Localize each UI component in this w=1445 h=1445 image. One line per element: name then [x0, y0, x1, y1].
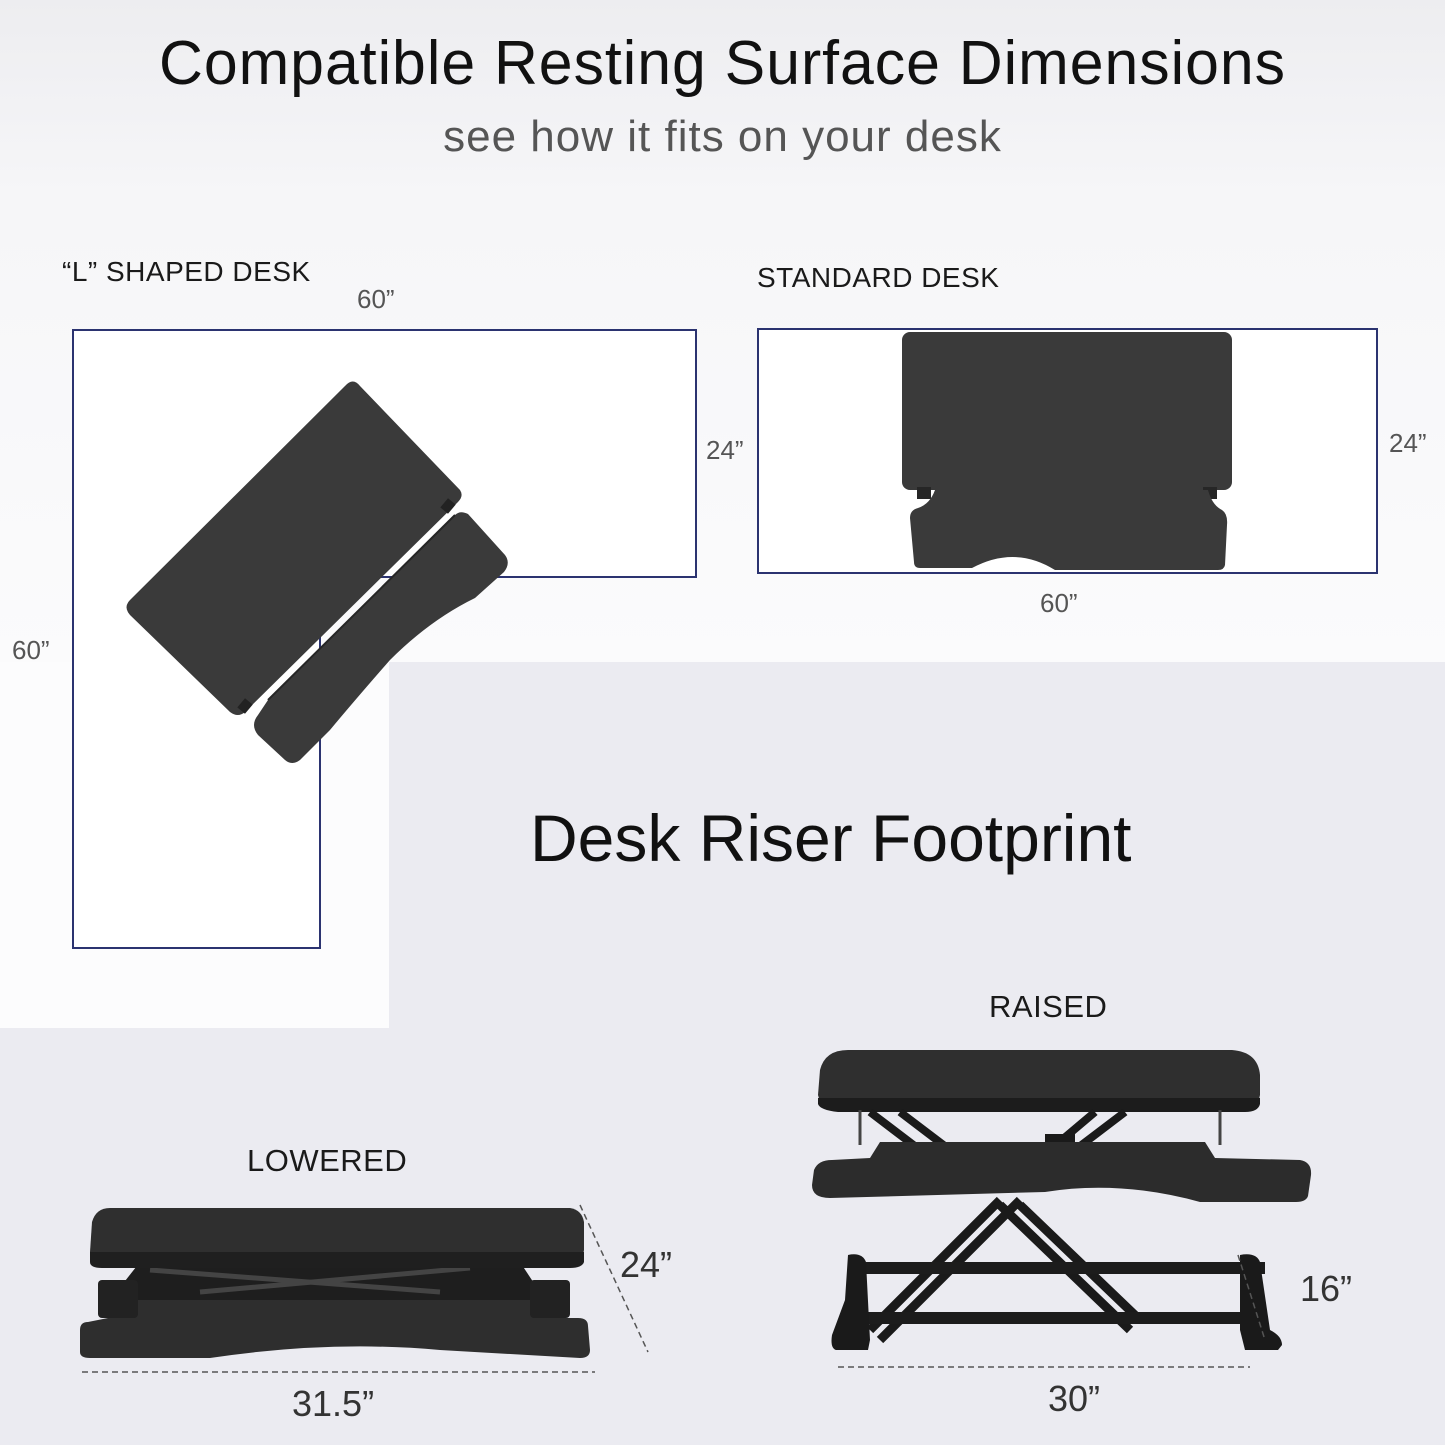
- footprint-title: Desk Riser Footprint: [530, 801, 1132, 875]
- lowered-width: 31.5”: [292, 1383, 375, 1424]
- raised-label: RAISED: [989, 989, 1108, 1024]
- l-desk-depth: 24”: [706, 435, 744, 465]
- page-subtitle: see how it fits on your desk: [443, 112, 1002, 161]
- l-desk-top-width: 60”: [357, 284, 395, 314]
- raised-width: 30”: [1048, 1378, 1101, 1419]
- l-desk-label: “L” SHAPED DESK: [62, 256, 311, 287]
- page-title: Compatible Resting Surface Dimensions: [158, 29, 1287, 98]
- lowered-depth: 24”: [620, 1244, 673, 1285]
- standard-desk-label: STANDARD DESK: [757, 262, 1000, 293]
- lowered-label: LOWERED: [247, 1143, 408, 1178]
- standard-desk-width: 60”: [1040, 588, 1078, 618]
- raised-height: 16”: [1300, 1268, 1353, 1309]
- l-desk-side-length: 60”: [12, 635, 50, 665]
- standard-desk-depth: 24”: [1389, 428, 1427, 458]
